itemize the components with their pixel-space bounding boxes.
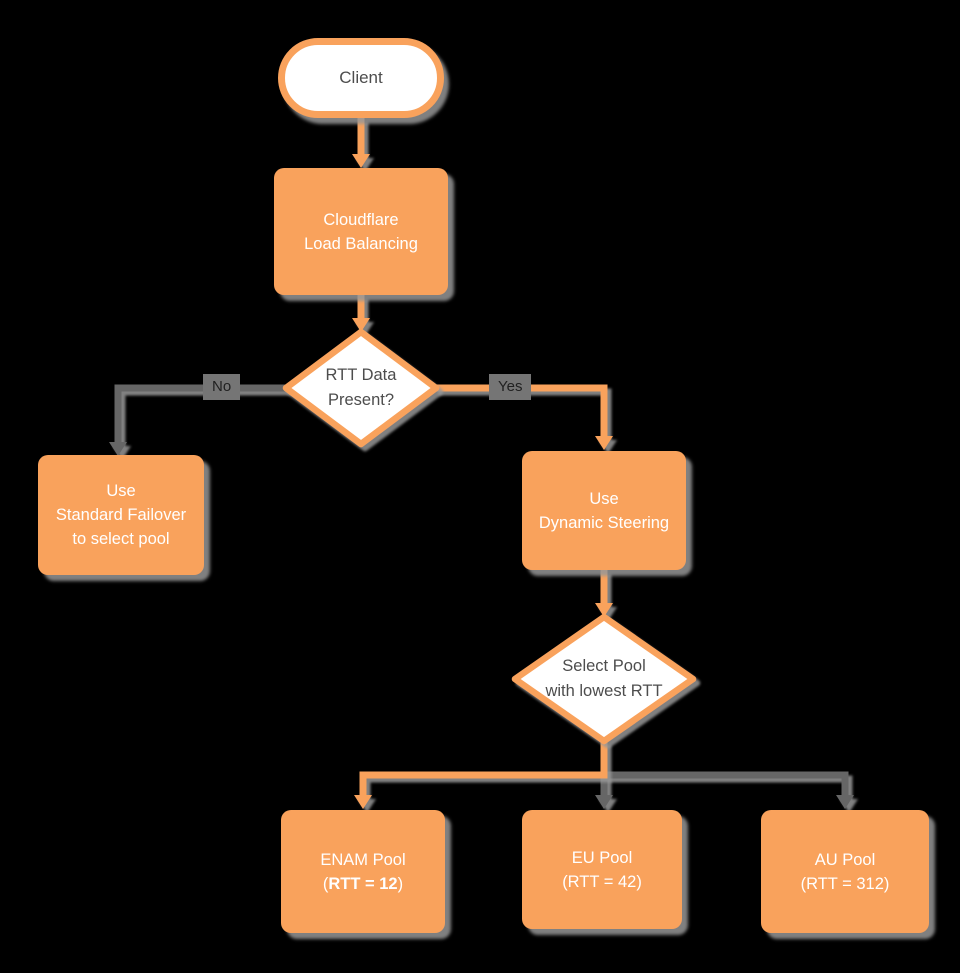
load-balancing-line2: Load Balancing xyxy=(304,234,418,253)
enam-pool-line2: (RTT = 12) xyxy=(322,874,404,893)
arrowhead-load-balancer xyxy=(352,154,370,168)
edge-label-yes: Yes xyxy=(489,374,532,400)
node-enam-pool: ENAM Pool (RTT = 12) xyxy=(281,810,445,933)
node-dynamic-steering: Use Dynamic Steering xyxy=(522,451,686,570)
edge-label-no: No xyxy=(203,374,241,400)
node-standard-failover: Use Standard Failover to select pool xyxy=(38,455,204,575)
node-client: Client xyxy=(278,38,444,118)
arrowhead-rtt-decision xyxy=(352,318,370,332)
edge-pool-decision-to-enam xyxy=(359,741,608,796)
arrowhead-dynamic-steering xyxy=(595,436,613,450)
load-balancing-line1: Cloudflare xyxy=(323,210,399,229)
node-au-pool: AU Pool (RTT = 312) xyxy=(761,810,929,933)
node-client-label: Client xyxy=(339,68,383,87)
node-load-balancing: Cloudflare Load Balancing xyxy=(274,168,448,295)
decision-select-pool xyxy=(511,613,697,745)
arrowhead-au-pool xyxy=(836,795,854,809)
arrowhead-enam-pool xyxy=(354,795,372,809)
enam-pool-line1: ENAM Pool xyxy=(320,850,406,869)
dynamic-steering-line1: Use xyxy=(589,489,619,508)
arrowhead-standard-failover xyxy=(109,442,127,456)
eu-pool-line2: (RTT = 42) xyxy=(562,872,642,891)
enam-pool-rtt-value: RTT = 12 xyxy=(328,874,398,893)
dynamic-steering-line2: Dynamic Steering xyxy=(538,513,670,532)
standard-failover-line1: Use xyxy=(106,482,136,500)
standard-failover-line3: to select pool xyxy=(72,530,170,548)
decision-rtt-data-present xyxy=(282,328,440,448)
au-pool-line1: AU Pool xyxy=(814,850,876,869)
arrowhead-eu-pool xyxy=(595,795,613,809)
eu-pool-line1: EU Pool xyxy=(571,848,633,867)
arrowhead-pool-decision xyxy=(595,603,613,617)
node-eu-pool: EU Pool (RTT = 42) xyxy=(522,810,682,929)
au-pool-line2: (RTT = 312) xyxy=(800,874,890,893)
edge-pool-decision-to-au xyxy=(604,771,849,797)
standard-failover-line2: Standard Failover xyxy=(55,506,187,524)
